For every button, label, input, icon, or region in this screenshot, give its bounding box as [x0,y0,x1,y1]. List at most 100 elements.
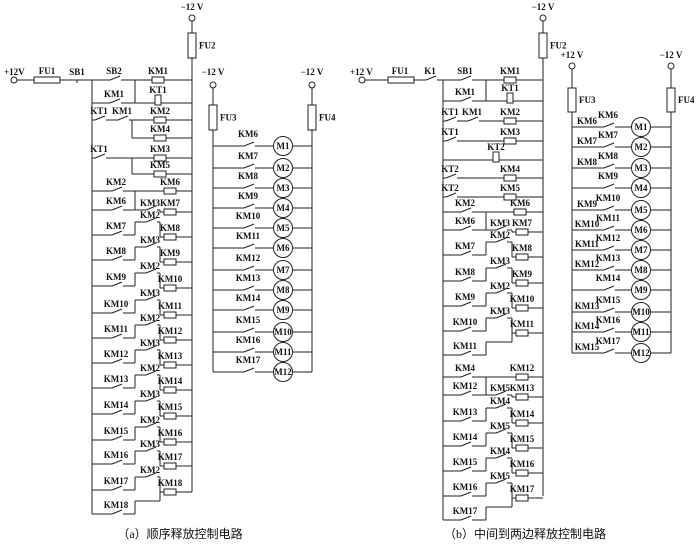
contact-label: KM12 [236,253,261,263]
motor-label: M3 [635,163,648,173]
contact [243,347,255,353]
coil-label: KM17 [158,452,183,462]
coil-label: KM6 [510,198,530,208]
contact [111,409,123,415]
contact [111,230,123,236]
contact [111,205,123,211]
relay-coil [163,488,177,496]
motor-label: M9 [277,305,290,315]
motor [631,220,651,240]
contact-label: KM2 [140,261,160,271]
terminal [667,62,675,70]
relay-coil [515,228,529,236]
motor-label: M8 [277,285,290,295]
contact [111,459,123,465]
contact [145,295,157,301]
contact-label: KM15 [104,426,129,436]
coil-label: KM11 [510,319,534,329]
contact [460,96,472,102]
coil-label: KT1 [501,83,519,93]
coil-label: KM15 [158,402,183,412]
relay-coil [151,76,165,84]
coil-label: KM3 [150,144,170,154]
contact [243,367,255,373]
supply-label: −12 V [301,67,324,77]
relay-coil [153,134,167,142]
motor-label: M6 [635,225,648,235]
motor-label: M1 [277,141,290,151]
motor-label: M10 [274,327,292,337]
contact [109,75,121,81]
contact [243,141,255,147]
coil-label: KM7 [512,218,532,228]
contact [145,345,157,351]
contact-label: KM2 [490,230,510,240]
fuse [538,32,548,59]
contact-label: KM9 [238,191,258,201]
contact-label: KM7 [455,241,475,251]
contact-label: KT1 [90,106,108,116]
contact-label: KM5 [490,471,510,481]
relay-coil [163,462,177,470]
supply-label: −12 V [202,67,225,77]
contact-label: KM2 [140,465,160,475]
switch-label: SB1 [69,67,85,77]
coil-label: KM3 [500,127,520,137]
contact [111,383,123,389]
fuse-label: FU1 [39,66,56,76]
relay-coil [163,336,177,344]
caption-a: （a）顺序释放控制电路 [117,526,242,541]
contact [145,205,157,211]
terminal [568,62,576,70]
contact-label: KT2 [441,183,459,193]
contact [111,186,123,192]
relay-coil [163,412,177,420]
contact [145,446,157,452]
fuse-label: FU4 [319,113,336,123]
terminal [358,76,366,84]
relay-coil [153,116,167,124]
contact-label: KM3 [140,439,160,449]
contact [495,428,507,434]
contact-label: KM11 [236,231,260,241]
contact-label: KM1 [462,107,482,117]
motor [631,178,651,198]
hold-label: KM9 [577,199,597,209]
contact [111,485,123,491]
motor [631,137,651,157]
contact [145,422,157,428]
contact [460,301,472,307]
relay-coil [515,393,529,401]
contact-label: KM7 [106,221,126,231]
motor-label: M5 [635,205,648,215]
supply-label: +12V [4,67,25,77]
contact-label: KT1 [441,127,459,137]
hold-label: KM8 [577,157,597,167]
motor [273,198,293,218]
contact-label: KM1 [104,89,124,99]
fuse [208,104,218,131]
motor-label: M7 [277,265,290,275]
motor [631,343,651,363]
contact [111,509,123,515]
contact-label: KM9 [455,292,475,302]
relay-coil [515,373,529,381]
contact-label: KM2 [490,281,510,291]
relay-coil [515,253,529,261]
coil-label: KM8 [160,223,180,233]
contact-label: KM5 [490,421,510,431]
terminal [209,81,217,89]
contact [111,358,123,364]
contact [603,205,615,211]
contact [495,403,507,409]
relay-coil [503,174,517,182]
contact-label: KM13 [236,273,261,283]
contact-label: KM4 [490,446,510,456]
contact-label: KM2 [140,363,160,373]
contact-label: KM12 [596,233,621,243]
coil-label: KM9 [512,269,532,279]
contact-label: KM2 [140,415,160,425]
contact-label: KM11 [596,213,620,223]
contact-label: KM16 [104,450,129,460]
